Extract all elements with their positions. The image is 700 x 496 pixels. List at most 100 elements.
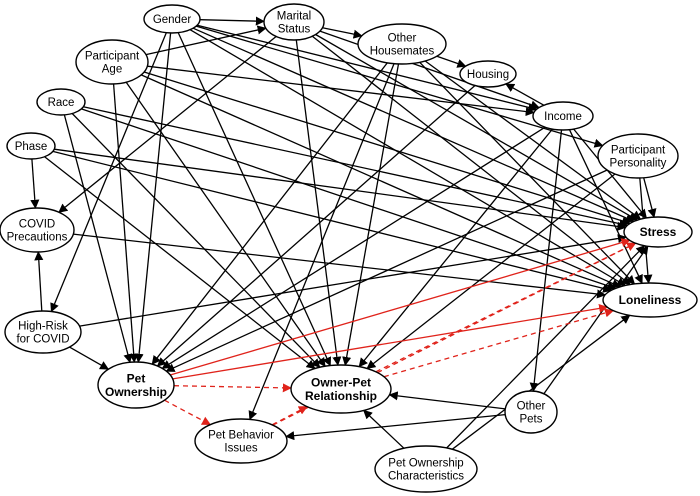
node-label: Gender — [153, 14, 192, 26]
node-label: COVID — [19, 219, 55, 231]
edge-petown-to-stress — [170, 238, 631, 376]
edge-personality-to-stress — [643, 177, 657, 218]
node-label: Phase — [15, 141, 48, 153]
node-label: Owner-Pet — [311, 375, 371, 389]
node-ellipse — [36, 88, 86, 116]
edge-housemates-to-stress — [424, 60, 642, 220]
edge-income-to-housing — [505, 83, 545, 106]
edge-housemates-to-ownerpet — [342, 63, 400, 366]
node-label: Race — [48, 97, 75, 109]
node-stress: Stress — [623, 216, 693, 248]
edge-marital-to-income — [319, 30, 540, 110]
edge-housemates-to-housing — [436, 55, 467, 68]
edge-ownerpet-to-loneliness — [383, 308, 615, 378]
edge-age-to-ownerpet — [125, 81, 326, 368]
edge-housemates-to-petbehav — [248, 63, 395, 421]
edge-marital-to-covidprec — [58, 35, 277, 213]
edge-phase-to-ownerpet — [44, 156, 316, 370]
node-label: Income — [544, 111, 582, 123]
node-label: Ownership — [105, 385, 167, 399]
edge-covidprec-to-loneliness — [73, 233, 607, 299]
edge-otherpets-to-stress — [543, 245, 649, 395]
edge-income-to-ownerpet — [358, 128, 553, 368]
node-label: Participant — [611, 145, 666, 157]
node-race: Race — [36, 88, 86, 116]
edge-housemates-to-petown — [151, 62, 388, 365]
node-label: Other — [517, 401, 546, 413]
edge-petchar-to-ownerpet — [363, 409, 405, 449]
node-label: Housemates — [370, 46, 435, 58]
node-loneliness: Loneliness — [602, 282, 698, 318]
node-phase: Phase — [6, 132, 56, 160]
edge-petbehav-to-ownerpet — [271, 406, 308, 426]
edge-personality-to-petown — [165, 169, 608, 372]
node-ellipse — [459, 60, 517, 88]
node-label: for COVID — [16, 334, 69, 346]
edge-petown-to-loneliness — [172, 303, 609, 380]
edge-age-to-marital — [145, 25, 267, 56]
node-ellipse — [623, 216, 693, 248]
edge-petown-to-petbehav — [164, 399, 212, 426]
node-ellipse — [6, 132, 56, 160]
node-label: Issues — [224, 443, 257, 455]
node-ellipse — [75, 39, 149, 85]
edge-gender-to-loneliness — [189, 29, 627, 287]
node-ellipse — [194, 418, 288, 464]
edge-marital-to-stress — [315, 33, 639, 221]
node-ellipse — [504, 390, 558, 434]
edge-housing-to-petown — [156, 85, 476, 367]
edge-phase-to-stress — [54, 148, 627, 231]
node-label: Stress — [640, 225, 677, 239]
node-label: High-Risk — [18, 321, 68, 333]
edge-marital-to-housemates — [322, 27, 363, 39]
node-ellipse — [0, 207, 75, 253]
edge-highrisk-to-covidprec — [34, 251, 44, 312]
node-ellipse — [263, 3, 325, 41]
edge-housemates-to-loneliness — [419, 61, 636, 285]
node-ellipse — [143, 4, 201, 34]
node-ellipse — [532, 101, 594, 131]
edge-petchar-to-stress — [446, 245, 646, 449]
edge-layer — [30, 16, 657, 450]
edge-otherpets-to-ownerpet — [388, 391, 506, 410]
node-income: Income — [532, 101, 594, 131]
edge-ownerpet-to-stress — [375, 242, 637, 373]
edge-personality-to-ownerpet — [366, 173, 616, 370]
edge-age-to-petown — [112, 83, 139, 363]
node-ellipse — [290, 364, 392, 414]
node-label: Status — [278, 24, 311, 36]
edge-otherpets-to-petbehav — [285, 413, 506, 441]
edge-income-to-stress — [573, 128, 647, 219]
node-ellipse — [602, 282, 698, 318]
edge-gender-to-income — [196, 24, 538, 112]
node-label: Housing — [467, 69, 509, 81]
node-label: Marital — [277, 11, 312, 23]
edge-gender-to-marital — [199, 16, 265, 26]
node-label: Precautions — [7, 232, 68, 244]
edge-race-to-loneliness — [81, 108, 617, 291]
node-label: Pet — [127, 371, 146, 385]
node-label: Pet Behavior — [208, 430, 274, 442]
edge-petchar-to-loneliness — [451, 314, 631, 450]
node-label: Pet Ownership — [388, 458, 463, 470]
edge-income-to-loneliness — [568, 129, 643, 285]
node-ellipse — [97, 361, 175, 409]
node-label: Pets — [519, 414, 542, 426]
node-housing: Housing — [459, 60, 517, 88]
edge-gender-to-stress — [192, 27, 635, 223]
edge-marital-to-ownerpet — [295, 39, 342, 366]
edge-income-to-petown — [161, 126, 546, 369]
edge-phase-to-covidprec — [30, 158, 40, 209]
edge-highrisk-to-petown — [69, 346, 110, 370]
node-ellipse — [357, 23, 447, 65]
